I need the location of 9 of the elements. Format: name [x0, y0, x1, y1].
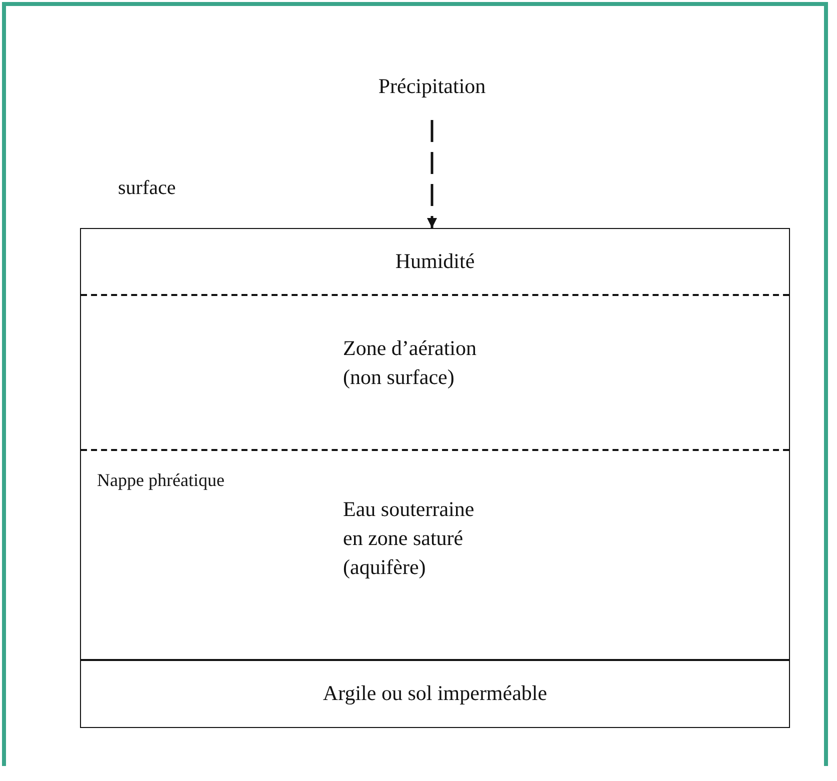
precipitation-label: Précipitation: [332, 74, 532, 108]
layer-label: Argile ou sol imperméable: [322, 680, 548, 707]
surface-label: surface: [118, 176, 176, 201]
water-table-label: Nappe phréatique: [97, 469, 224, 492]
layer-label: Humidité: [394, 248, 476, 275]
layer-label: Zone d’aération (non surface): [343, 335, 478, 391]
layer-label: Eau souterraine en zone saturé (aquifère): [343, 496, 476, 581]
dashed-arrow: [427, 120, 437, 228]
soil-profile-box: [80, 228, 790, 728]
